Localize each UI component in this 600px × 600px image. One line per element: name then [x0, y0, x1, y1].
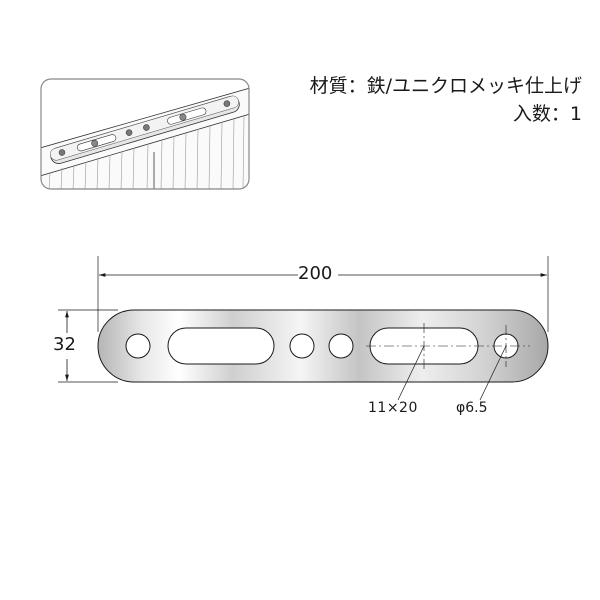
material-spec: 材質：鉄/ユニクロメッキ仕上げ — [309, 75, 582, 97]
extension-lines — [58, 256, 549, 383]
spec-block: 材質：鉄/ユニクロメッキ仕上げ 入数：1 — [310, 72, 582, 128]
installation-illustration — [40, 78, 250, 190]
hole-diameter-callout: φ6.5 — [456, 400, 488, 416]
slot-size-callout: 11×20 — [368, 400, 418, 416]
bracket-plate — [97, 309, 549, 383]
width-dimension: 32 — [53, 334, 76, 355]
dimension-arrows — [65, 273, 547, 381]
length-dimension: 200 — [298, 263, 333, 284]
quantity-spec: 入数：1 — [512, 103, 582, 125]
leader-lines — [397, 345, 507, 401]
